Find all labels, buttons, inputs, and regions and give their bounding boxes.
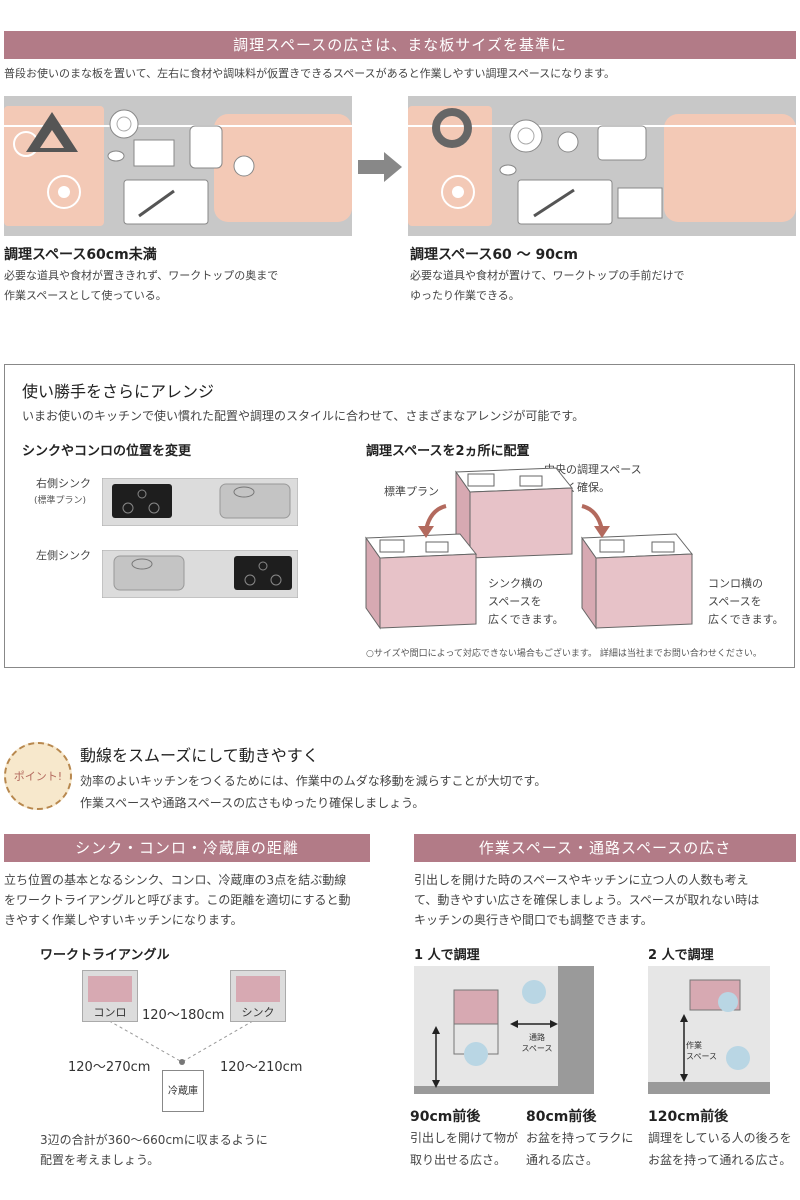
point-badge (4, 742, 72, 810)
island-diagrams (365, 467, 694, 630)
standard-plan-label: 標準プラン (384, 485, 439, 498)
work-label-1: 作業 (686, 1041, 702, 1050)
two-space-heading: 調理スペースを2ヵ所に配置 (366, 444, 530, 459)
sink-side-note-3: 広くできます。 (488, 613, 564, 626)
space-section-title: 作業スペース・通路スペースの広さ (414, 834, 796, 862)
work-label-2: スペース (686, 1052, 718, 1061)
arrange-footnote: ○サイズや間口によって対応できない場合もございます。 詳細は当社までお問い合わせ… (366, 649, 762, 659)
two-person-floorplan (648, 966, 770, 1094)
sink-basin-icon (236, 976, 280, 1002)
left-sink-label: 左側シンク (36, 549, 91, 562)
distance-text-3: きやすく作業しやすいキッチンになります。 (4, 913, 243, 927)
flow-line-1: 効率のよいキッチンをつくるためには、作業中のムダな移動を減らすことが大切です。 (80, 774, 547, 788)
stove-side-note-3: 広くできます。 (708, 613, 784, 626)
measure-90: 90cm前後 (410, 1109, 481, 1125)
center-note-1: 中央の調理スペース (544, 463, 642, 476)
two-person-title: 2 人で調理 (648, 948, 714, 963)
measure-80: 80cm前後 (526, 1109, 597, 1125)
kitchen-narrow-illustration (4, 96, 352, 236)
narrow-desc-1: 必要な道具や食材が置ききれず、ワークトップの奥まで (4, 269, 279, 282)
distance-right: 120〜210cm (220, 1060, 303, 1075)
distance-top: 120〜180cm (142, 1008, 225, 1023)
arrange-title: 使い勝手をさらにアレンジ (22, 382, 215, 401)
measure-120-desc-1: 調理をしている人の後ろを (648, 1131, 792, 1145)
kitchen-wide-illustration (408, 96, 796, 236)
arrow-right-icon (358, 160, 384, 174)
sink-label: シンク (241, 1006, 275, 1019)
wide-heading: 調理スペース60 〜 90cm (410, 247, 578, 263)
sink-side-note-1: シンク横の (488, 577, 543, 590)
stove-top-icon (88, 976, 132, 1002)
section-cooking-space-title: 調理スペースの広さは、まな板サイズを基準に (4, 31, 796, 59)
triangle-mark-inner (40, 130, 64, 148)
position-change-heading: シンクやコンロの位置を変更 (22, 444, 192, 459)
right-sink-sub: (標準プラン) (34, 496, 87, 506)
space-text-1: 引出しを開けた時のスペースやキッチンに立つ人の人数も考え (414, 873, 749, 887)
right-sink-label: 右側シンク (36, 477, 91, 490)
stove-label: コンロ (93, 1006, 127, 1019)
arrange-subtitle: いまお使いのキッチンで使い慣れた配置や調理のスタイルに合わせて、さまざまなアレン… (22, 409, 585, 423)
space-text-3: キッチンの奥行きや間口でも調整できます。 (414, 913, 653, 927)
measure-90-desc-1: 引出しを開けて物が (410, 1131, 519, 1145)
point-badge-label: ポイント! (13, 770, 63, 783)
measure-120-desc-2: お盆を持って通れる広さ。 (648, 1153, 792, 1167)
wide-desc-1: 必要な道具や食材が置けて、ワークトップの手前だけで (410, 269, 685, 282)
measure-120: 120cm前後 (648, 1109, 729, 1125)
triangle-note-1: 3辺の合計が360〜660cmに収まるように (40, 1133, 268, 1147)
cooking-space-intro: 普段お使いのまな板を置いて、左右に食材や調味料が仮置きできるスペースがあると作業… (4, 67, 616, 80)
stove-side-note-2: スペースを (708, 595, 762, 608)
circle-mark-icon (432, 108, 472, 148)
measure-80-desc-1: お盆を持ってラクに (526, 1131, 634, 1145)
work-triangle-title: ワークトライアングル (40, 948, 170, 963)
fridge-box: 冷蔵庫 (162, 1070, 204, 1112)
measure-80-desc-2: 通れる広さ。 (526, 1153, 599, 1167)
left-sink-counter (102, 550, 298, 598)
measure-90-desc-2: 取り出せる広さ。 (410, 1153, 507, 1167)
right-sink-counter (102, 478, 298, 526)
distance-left: 120〜270cm (68, 1060, 151, 1075)
one-person-title: 1 人で調理 (414, 948, 480, 963)
aisle-label-2: スペース (521, 1044, 553, 1053)
narrow-heading: 調理スペース60cm未満 (4, 247, 157, 263)
work-triangle-lines (103, 1017, 259, 1065)
arrange-box (4, 364, 795, 668)
flow-line-2: 作業スペースや通路スペースの広さもゆったり確保しましょう。 (80, 796, 425, 810)
flow-title: 動線をスムーズにして動きやすく (80, 746, 319, 765)
distance-section-title: シンク・コンロ・冷蔵庫の距離 (4, 834, 370, 862)
stove-side-note-1: コンロ横の (708, 577, 763, 590)
distance-text-2: をワークトライアングルと呼びます。この距離を適切にすると動 (4, 893, 351, 907)
narrow-desc-2: 作業スペースとして使っている。 (4, 289, 167, 302)
triangle-note-2: 配置を考えましょう。 (40, 1153, 160, 1167)
space-text-2: て、動きやすい広さを確保しましょう。スペースが取れない時は (414, 893, 760, 907)
distance-text-1: 立ち位置の基本となるシンク、コンロ、冷蔵庫の3点を結ぶ動線 (4, 873, 347, 887)
aisle-label-1: 通路 (529, 1033, 545, 1042)
one-person-floorplan (414, 966, 594, 1094)
wide-desc-2: ゆったり作業できる。 (410, 289, 520, 302)
sink-side-note-2: スペースを (488, 595, 542, 608)
